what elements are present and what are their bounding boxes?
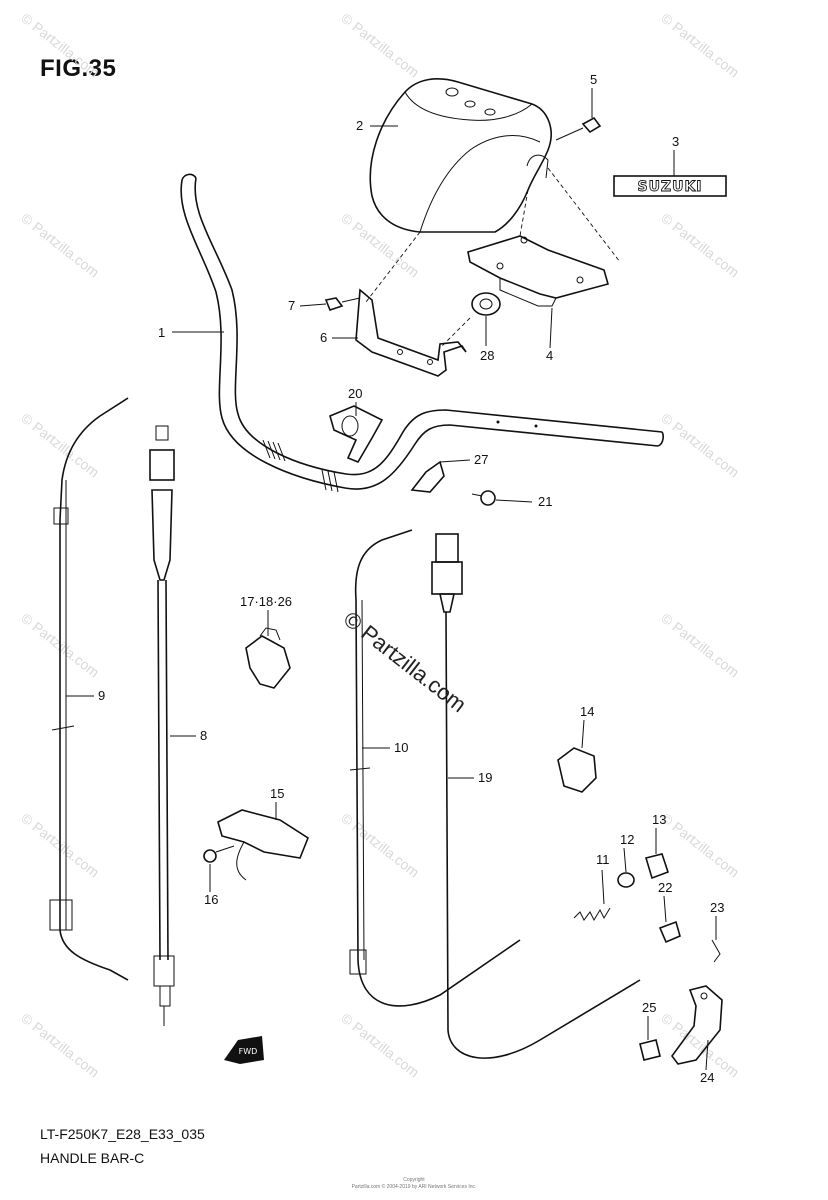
- callout-label-17-18-26[interactable]: 17·18·26: [240, 594, 292, 609]
- clamp-14-part[interactable]: [557, 747, 597, 793]
- assembly-lines: [365, 167, 621, 349]
- handlebar-part[interactable]: [180, 173, 664, 493]
- watermark-text: © Partzilla.com: [18, 10, 102, 81]
- callout-label-6[interactable]: 6: [320, 330, 327, 345]
- guide-15-part[interactable]: [217, 809, 309, 881]
- bolt-16-part[interactable]: [203, 845, 235, 863]
- bolt-25-part[interactable]: [639, 1039, 661, 1061]
- lever-24-part[interactable]: [671, 985, 723, 1065]
- callout-label-21[interactable]: 21: [538, 494, 552, 509]
- callout-label-28[interactable]: 28: [480, 348, 494, 363]
- front-bracket-part[interactable]: [355, 288, 467, 377]
- callout-label-4[interactable]: 4: [546, 348, 553, 363]
- watermark-text: © Partzilla.com: [658, 210, 742, 281]
- callout-label-27[interactable]: 27: [474, 452, 488, 467]
- bolt-21-part[interactable]: [471, 490, 496, 506]
- callout-label-7[interactable]: 7: [288, 298, 295, 313]
- callout-leader-27: [439, 459, 471, 463]
- fine-print-line1: Copyright: [403, 1177, 425, 1183]
- callout-leader-14: [581, 719, 585, 749]
- callout-label-23[interactable]: 23: [710, 900, 724, 915]
- callout-leader-11: [601, 869, 605, 905]
- screw-7-part[interactable]: [324, 297, 361, 311]
- clamp-17-18-26-part[interactable]: [245, 627, 291, 689]
- callout-label-1[interactable]: 1: [158, 325, 165, 340]
- callout-label-20[interactable]: 20: [348, 386, 362, 401]
- suzuki-emblem-part[interactable]: SUZUKI: [613, 175, 727, 197]
- handle-cover-part[interactable]: [369, 78, 552, 233]
- callout-layer: 1234567891011121314151617·18·26192021222…: [66, 72, 724, 1085]
- pin-23-part[interactable]: [711, 939, 721, 963]
- callout-label-9[interactable]: 9: [98, 688, 105, 703]
- brake-cable-10-part[interactable]: [349, 529, 521, 1007]
- model-code: LT-F250K7_E28_E33_035: [40, 1126, 205, 1142]
- callout-label-10[interactable]: 10: [394, 740, 408, 755]
- watermark-text: © Partzilla.com: [338, 1010, 422, 1081]
- watermark-text: © Partzilla.com: [18, 410, 102, 481]
- callout-label-11[interactable]: 11: [596, 852, 610, 867]
- callout-leader-24: [705, 1039, 709, 1071]
- suzuki-badge-text: SUZUKI: [637, 179, 702, 195]
- fitting-13-part[interactable]: [644, 853, 670, 880]
- spring-11-part[interactable]: [573, 907, 611, 922]
- callout-label-25[interactable]: 25: [642, 1000, 656, 1015]
- throttle-cable-9-part[interactable]: [49, 397, 129, 981]
- figure-title: FIG.35: [40, 55, 117, 82]
- callout-label-8[interactable]: 8: [200, 728, 207, 743]
- grommet-part[interactable]: [471, 292, 501, 316]
- callout-leader-12: [623, 847, 627, 873]
- callout-label-14[interactable]: 14: [580, 704, 594, 719]
- callout-leader-22: [663, 895, 667, 923]
- watermark-text: © Partzilla.com: [658, 10, 742, 81]
- callout-label-12[interactable]: 12: [620, 832, 634, 847]
- rear-bracket-part[interactable]: [467, 235, 609, 307]
- screw-5-part[interactable]: [555, 116, 602, 141]
- callout-label-5[interactable]: 5: [590, 72, 597, 87]
- center-watermark: © Partzilla.com: [339, 606, 471, 717]
- callout-label-15[interactable]: 15: [270, 786, 284, 801]
- callout-label-2[interactable]: 2: [356, 118, 363, 133]
- watermark-text: © Partzilla.com: [18, 210, 102, 281]
- cable-clamp-20-part[interactable]: [329, 405, 384, 463]
- callout-label-3[interactable]: 3: [672, 134, 679, 149]
- callout-leader-4: [549, 307, 553, 349]
- callout-label-19[interactable]: 19: [478, 770, 492, 785]
- choke-cable-19-part[interactable]: [431, 533, 641, 1059]
- callout-label-13[interactable]: 13: [652, 812, 666, 827]
- fine-print-line2: Partzilla.com © 2004-2019 by ARI Network…: [351, 1184, 477, 1190]
- callout-label-16[interactable]: 16: [204, 892, 218, 907]
- throttle-cable-8-part[interactable]: [149, 425, 175, 1026]
- watermark-text: © Partzilla.com: [338, 810, 422, 881]
- watermark-text: © Partzilla.com: [658, 410, 742, 481]
- bolt-22-part[interactable]: [658, 920, 681, 944]
- callout-label-24[interactable]: 24: [700, 1070, 714, 1085]
- callout-leader-21: [495, 499, 533, 503]
- callout-leader-7: [299, 303, 327, 307]
- clip-27-part[interactable]: [410, 460, 445, 493]
- watermark-text: © Partzilla.com: [658, 810, 742, 881]
- fwd-label: FWD: [239, 1047, 258, 1056]
- watermark-text: © Partzilla.com: [18, 1010, 102, 1081]
- section-name: HANDLE BAR-C: [40, 1150, 145, 1166]
- watermark-text: © Partzilla.com: [338, 10, 422, 81]
- watermark-text: © Partzilla.com: [658, 610, 742, 681]
- cap-12-part[interactable]: [617, 872, 635, 888]
- forward-arrow: FWD: [224, 1036, 264, 1064]
- callout-label-22[interactable]: 22: [658, 880, 672, 895]
- watermark-layer: © Partzilla.com © Partzilla.com © Partzill…: [18, 10, 742, 1081]
